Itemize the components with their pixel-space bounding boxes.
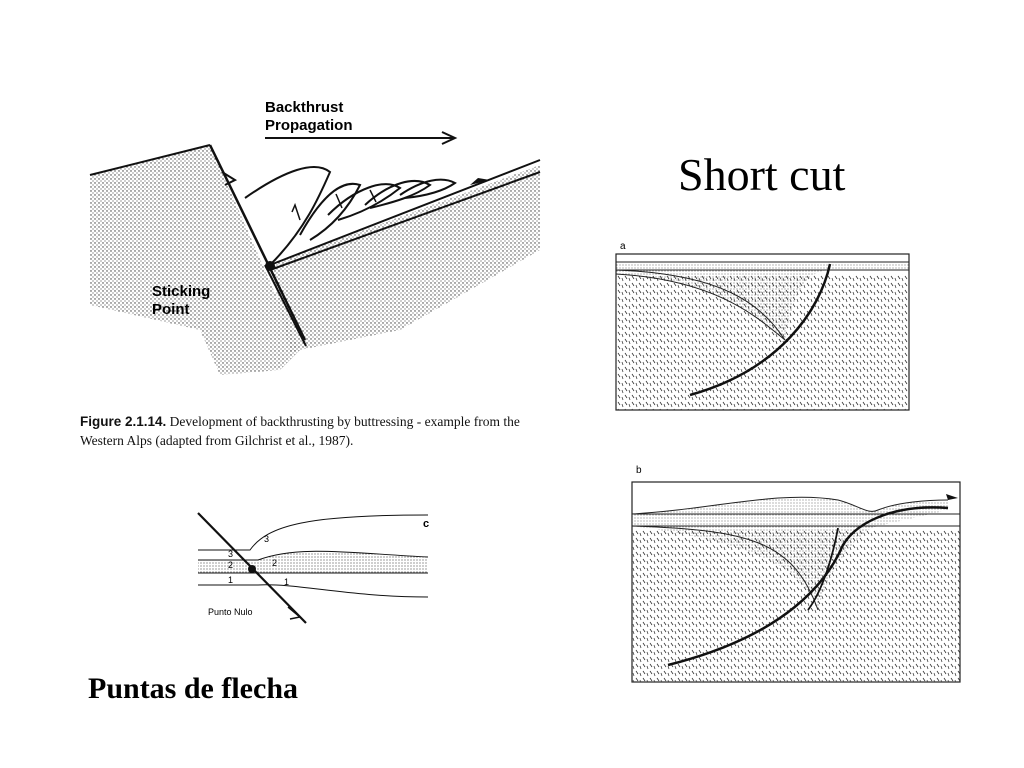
point-label: Point bbox=[152, 301, 190, 318]
backthrust-diagram: Backthrust Propagation Sticking Point bbox=[89, 99, 541, 375]
right-stippled-wedge bbox=[270, 165, 540, 352]
puntas-de-flecha-diagram: c 3 2 1 3 2 1 Punto Nulo bbox=[197, 512, 429, 624]
slide-title: Short cut bbox=[678, 149, 846, 200]
caption-text: Development of backthrusting by buttress… bbox=[80, 414, 520, 448]
shortcut-panel-b: b bbox=[631, 465, 961, 683]
left-stippled-block bbox=[90, 145, 300, 375]
svg-text:2: 2 bbox=[228, 560, 233, 570]
svg-text:1: 1 bbox=[284, 577, 289, 587]
figure-caption: Figure 2.1.14. Development of backthrust… bbox=[80, 412, 550, 450]
sticking-label: Sticking bbox=[152, 283, 210, 300]
puntas-de-flecha-title: Puntas de flecha bbox=[88, 672, 298, 705]
backthrust-label: Backthrust bbox=[265, 99, 343, 116]
svg-text:3: 3 bbox=[228, 549, 233, 559]
panel-letter-a: a bbox=[620, 241, 626, 252]
sticking-point-marker bbox=[265, 261, 275, 271]
shortcut-panel-a: a bbox=[615, 241, 910, 411]
backthrust-fault-line bbox=[208, 144, 307, 341]
propagation-label: Propagation bbox=[265, 117, 353, 134]
punto-nulo-label: Punto Nulo bbox=[208, 607, 253, 617]
panel-letter-b: b bbox=[636, 465, 642, 476]
svg-text:2: 2 bbox=[272, 558, 277, 568]
svg-text:3: 3 bbox=[264, 534, 269, 544]
punto-nulo-marker bbox=[248, 565, 256, 573]
panel-letter-c: c bbox=[423, 518, 429, 530]
caption-number: Figure 2.1.14. bbox=[80, 414, 167, 429]
svg-text:1: 1 bbox=[228, 575, 233, 585]
